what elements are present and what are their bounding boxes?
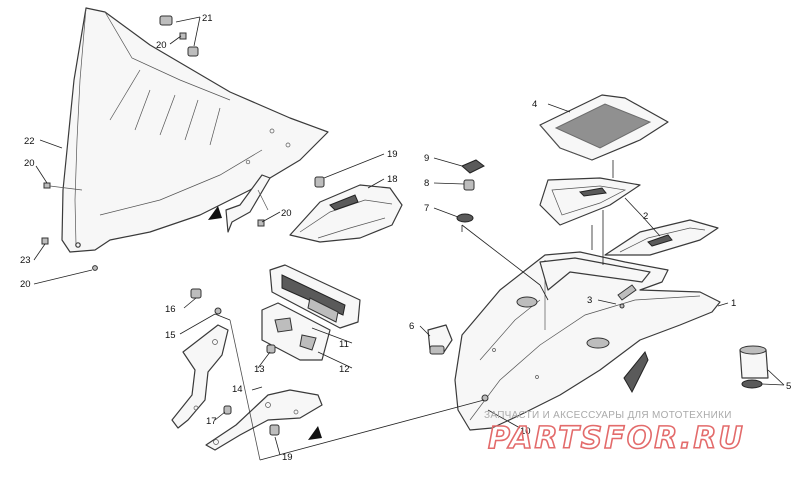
headlight-lens: [289, 184, 403, 243]
storage-net-tray: [539, 94, 669, 161]
front-arrow-icon: [308, 426, 322, 440]
gauge-module: [269, 264, 361, 329]
callout-1: 1: [731, 298, 736, 309]
callout-19: 19: [387, 149, 398, 160]
gauge-bracket: [261, 302, 331, 361]
hood-panel: [454, 251, 721, 431]
callout-13: 13: [254, 364, 265, 375]
vent-panel-lower: [604, 219, 719, 256]
windshield-fasteners: [41, 15, 325, 271]
callout-12: 12: [339, 364, 350, 375]
callout-20: 20: [156, 40, 167, 51]
fastener-3: [617, 284, 637, 309]
callout-8: 8: [424, 178, 429, 189]
callout-22: 22: [24, 136, 35, 147]
callout-14: 14: [232, 384, 243, 395]
callout-2: 2: [643, 211, 648, 222]
callout-4: 4: [532, 99, 537, 110]
callout-9: 9: [424, 153, 429, 164]
callout-20: 20: [20, 279, 31, 290]
callout-5: 5: [786, 381, 791, 392]
callout-11: 11: [339, 339, 349, 350]
front-arrow-icon: [208, 206, 222, 220]
switch-6: [427, 324, 453, 355]
vent-panel-upper: [539, 177, 641, 226]
callout-17: 17: [206, 416, 217, 427]
callout-18: 18: [387, 174, 398, 185]
callout-20: 20: [24, 158, 35, 169]
callout-16: 16: [165, 304, 176, 315]
callout-labels: 21 20 22 20 23 20 20 19 18 16 15 14 17 1…: [20, 13, 791, 463]
support-bracket-lower: [205, 389, 323, 451]
support-bracket-upper: [171, 324, 229, 429]
key-switch-stack: [456, 159, 541, 286]
watermark-brand: PARTSFOR.RU: [488, 421, 745, 456]
callout-10: 10: [520, 426, 531, 437]
callout-19: 19: [282, 452, 293, 463]
callout-3: 3: [587, 295, 592, 306]
callout-23: 23: [20, 255, 31, 266]
windshield: [61, 7, 329, 253]
windshield-bracket: [225, 174, 271, 233]
fuel-cap-assembly: [739, 345, 769, 389]
callout-15: 15: [165, 330, 176, 341]
watermark-tagline: ЗАПЧАСТИ И АКСЕССУАРЫ ДЛЯ МОТОТЕХНИКИ: [484, 410, 732, 421]
bracket-fasteners: [190, 288, 280, 436]
callout-20: 20: [281, 208, 292, 219]
callout-7: 7: [424, 203, 429, 214]
callout-21: 21: [202, 13, 213, 24]
callout-6: 6: [409, 321, 414, 332]
leader-lines: [33, 16, 785, 461]
